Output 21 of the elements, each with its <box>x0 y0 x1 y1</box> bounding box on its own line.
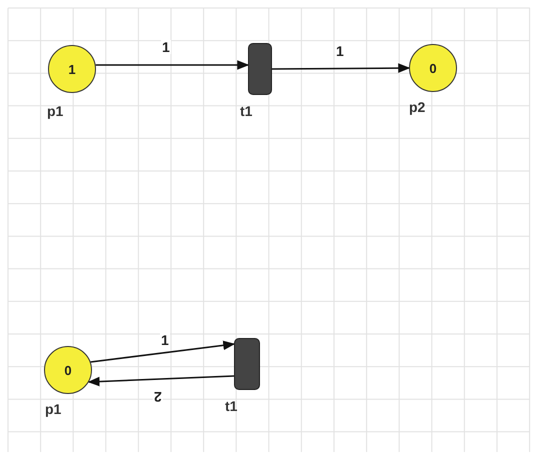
edge-label: 2 <box>153 390 163 404</box>
transition-bar <box>234 338 260 390</box>
arrow <box>96 60 250 70</box>
token-count: 0 <box>64 362 72 378</box>
place-circle <box>48 45 96 93</box>
edge-label: 1 <box>160 333 170 347</box>
arrow <box>90 340 236 363</box>
transition-label: t1 <box>240 103 252 119</box>
transition-bar <box>248 43 272 95</box>
edge-label: 1 <box>335 44 345 58</box>
token-count: 1 <box>68 62 76 76</box>
place-label: p1 <box>47 103 64 119</box>
place-circle <box>44 346 92 394</box>
place-label: p1 <box>45 401 62 417</box>
arrow <box>88 375 234 386</box>
edge-label: 1 <box>161 40 171 54</box>
place-label: p2 <box>409 99 426 115</box>
token-count: 0 <box>429 60 437 76</box>
place-circle <box>409 44 457 92</box>
arrow <box>272 63 410 73</box>
transition-label: t1 <box>225 398 238 414</box>
